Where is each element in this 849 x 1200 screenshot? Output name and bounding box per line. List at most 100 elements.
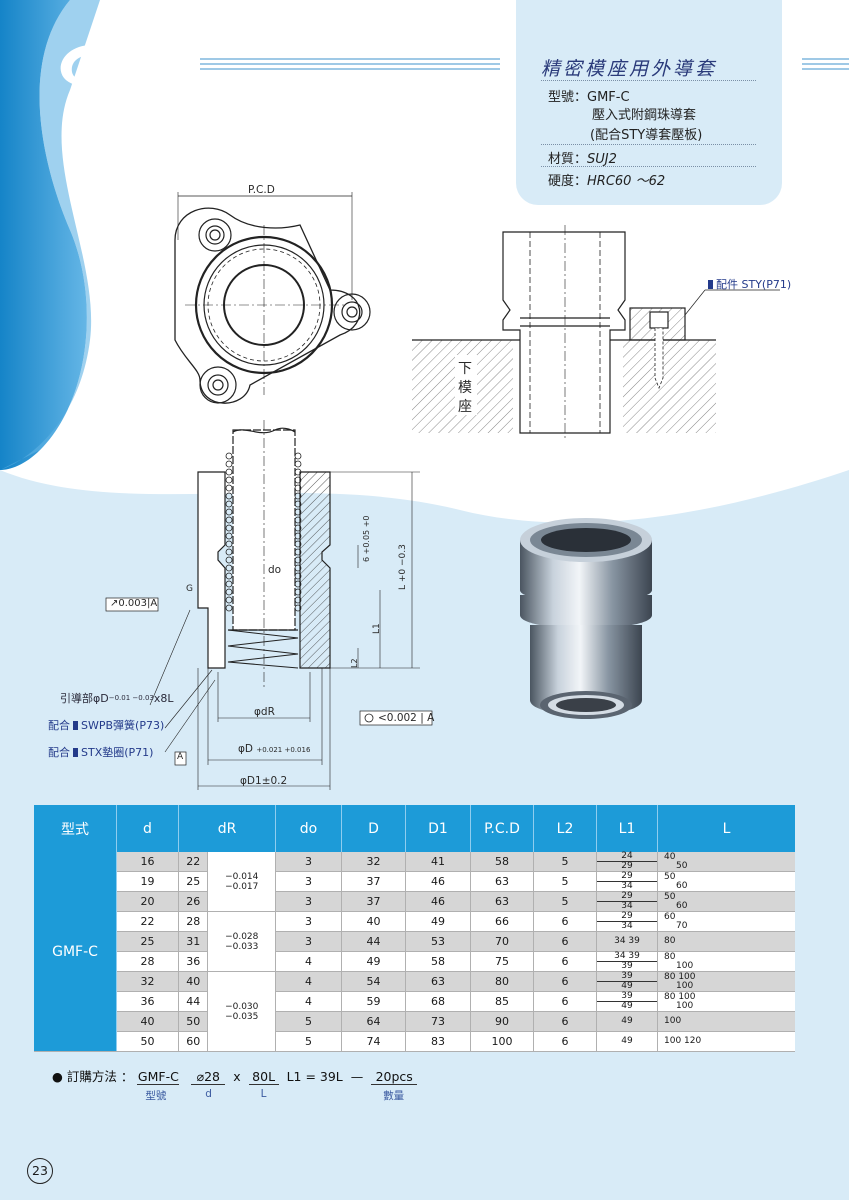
lower-die-char-3: 座: [458, 399, 472, 415]
top-view: [174, 192, 371, 404]
accessory-sty-text: 配件 STY(P71): [716, 278, 792, 291]
cross-section-view: [105, 420, 433, 790]
cell-L: 80: [657, 931, 795, 952]
L-value: 100 120: [664, 1036, 702, 1046]
D1-label: φD1±0.2: [240, 775, 288, 787]
cell-D: 54: [341, 971, 406, 992]
cell-dR: 50: [178, 1011, 209, 1032]
L1-value: 49: [621, 981, 633, 991]
tolerance-lower: −0.033: [225, 941, 259, 952]
L-value: 60: [676, 880, 688, 891]
header-rule-right: [802, 58, 849, 80]
L1-value: 29: [621, 861, 633, 871]
pcd-label: P.C.D: [248, 184, 275, 196]
cell-L2: 6: [533, 971, 597, 992]
spec-hardness-row: 硬度：HRC60 ～62: [548, 170, 665, 189]
cell-do: 4: [275, 971, 342, 992]
cell-dR: 28: [178, 911, 209, 932]
cell-L2: 5: [533, 871, 597, 892]
spec-model-label: 型號：: [548, 90, 588, 105]
cell-dR: 31: [178, 931, 209, 952]
table-header-row: 型式 d dR do D D1 P.C.D L2 L1 L: [34, 805, 795, 852]
cell-dR: 36: [178, 951, 209, 972]
cell-L1: 49: [596, 1031, 658, 1052]
cell-d: 32: [116, 971, 179, 992]
L-value: 60: [676, 900, 688, 911]
order-dash: —: [350, 1069, 364, 1084]
cell-L2: 5: [533, 891, 597, 912]
order-L-caption: L: [260, 1088, 267, 1100]
L1-value: 34 39: [614, 936, 640, 946]
runout-datum: A: [150, 598, 158, 609]
cell-D1: 46: [405, 891, 471, 912]
cell-pcd: 70: [470, 931, 534, 952]
L-value: 80 100: [664, 991, 696, 1002]
l2-dim-label: L2: [350, 658, 359, 668]
L-value: 100: [676, 1000, 694, 1011]
cell-do: 3: [275, 911, 342, 932]
cell-do: 5: [275, 1031, 342, 1052]
runout-value: 0.003: [118, 598, 148, 609]
concentricity-label: <0.002 | A: [378, 712, 435, 724]
tolerance-lower: −0.035: [225, 1011, 259, 1022]
marker-icon: [73, 721, 78, 730]
cell-D1: 49: [405, 911, 471, 932]
cell-dR-tolerance: −0.030−0.035: [207, 971, 276, 1052]
L1-value: 24: [597, 852, 657, 862]
cell-D: 74: [341, 1031, 406, 1052]
l1-dim-label: L1: [372, 623, 382, 634]
cell-D1: 53: [405, 931, 471, 952]
L1-value: 49: [621, 1016, 633, 1026]
cell-L2: 6: [533, 931, 597, 952]
spec-divider: [541, 80, 756, 81]
guide-tolerance: −0.01 −0.03: [108, 694, 154, 702]
cell-dR: 26: [178, 891, 209, 912]
cell-pcd: 80: [470, 971, 534, 992]
cell-L2: 6: [533, 1011, 597, 1032]
lower-die-char-2: 模: [458, 380, 472, 396]
guide-length: x8L: [153, 692, 174, 705]
cell-do: 3: [275, 852, 342, 872]
spec-material-value: SUJ2: [587, 152, 617, 167]
L-value: 50: [664, 871, 676, 882]
order-L1: L1 = 39L: [286, 1069, 343, 1084]
product-title: 精密模座用外導套: [541, 58, 718, 80]
cell-D1: 41: [405, 852, 471, 872]
concentricity-datum: A: [427, 712, 435, 724]
cell-d: 20: [116, 891, 179, 912]
guide-callout: 引導部φD−0.01 −0.03x8L: [60, 690, 174, 706]
cell-pcd: 58: [470, 852, 534, 872]
cell-dR: 25: [178, 871, 209, 892]
spec-model-desc1: 壓入式附鋼珠導套: [592, 108, 697, 123]
L-value: 100: [676, 960, 694, 971]
cell-L: 100 120: [657, 1031, 795, 1052]
tolerance-upper: −0.014: [225, 871, 259, 882]
cell-d: 25: [116, 931, 179, 952]
cell-d: 22: [116, 911, 179, 932]
marker-icon: [73, 748, 78, 757]
spring-value: SWPB彈簧(P73): [81, 719, 165, 732]
L1-value: 49: [621, 1036, 633, 1046]
cell-D: 44: [341, 931, 406, 952]
runout-tolerance: ↗0.003|A: [110, 598, 158, 609]
do-label: do: [268, 564, 282, 576]
D-symbol: φD: [238, 743, 254, 755]
cell-d: 50: [116, 1031, 179, 1052]
L-value: 60: [664, 911, 676, 922]
tol-6-label: 6 +0.05 +0: [362, 515, 371, 562]
cell-D1: 83: [405, 1031, 471, 1052]
